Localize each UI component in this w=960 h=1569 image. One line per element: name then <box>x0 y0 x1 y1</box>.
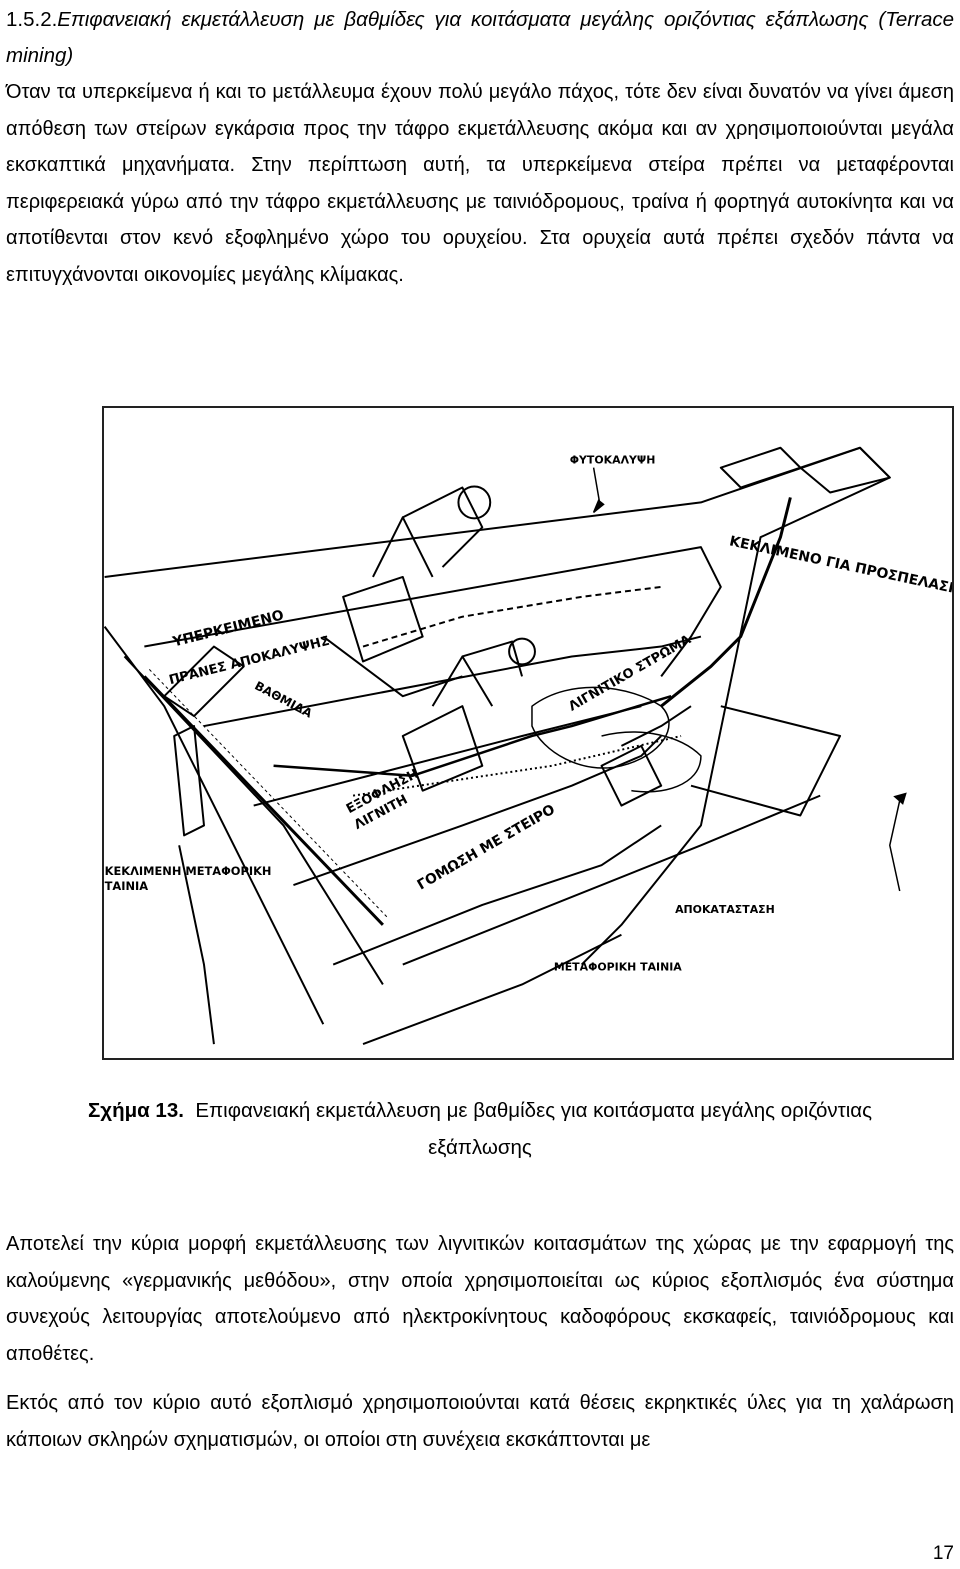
label-yperkeimeno: ΥΠΕΡΚΕΙΜΕΝΟ <box>170 607 285 650</box>
section-title: Επιφανειακή εκμετάλλευση με βαθμίδες για… <box>6 8 954 67</box>
label-lignitiko-stroma: ΛΙΓΝΙΤΙΚΟ ΣΤΡΩΜΑ <box>566 632 694 714</box>
section-heading: 1.5.2.Επιφανειακή εκμετάλλευση με βαθμίδ… <box>6 2 954 74</box>
section-number: 1.5.2. <box>6 8 58 31</box>
paragraph-3: Εκτός από τον κύριο αυτό εξοπλισμό χρησι… <box>6 1392 954 1451</box>
caption-label: Σχήμα 13. <box>87 1099 184 1122</box>
label-keklimeni-2: ΤΑΙΝΙΑ <box>105 879 149 893</box>
caption-text: Επιφανειακή εκμετάλλευση με βαθμίδες για… <box>195 1099 873 1159</box>
label-keklimeni-1: ΚΕΚΛΙΜΕΝΗ ΜΕΤΑΦΟΡΙΚΗ <box>105 864 272 878</box>
label-metaforiki-tainia: ΜΕΤΑΦΟΡΙΚΗ ΤΑΙΝΙΑ <box>554 961 682 974</box>
paragraph-2: Αποτελεί την κύρια μορφή εκμετάλλευσης τ… <box>6 1233 954 1365</box>
figure-caption: Σχήμα 13. Επιφανειακή εκμετάλλευση με βα… <box>60 1092 900 1166</box>
label-fytokalypsi: ΦΥΤΟΚΑΛΥΨΗ <box>570 454 656 467</box>
terrace-mining-diagram: ΦΥΤΟΚΑΛΥΨΗ ΚΕΚΛΙΜΕΝΟ ΓΙΑ ΠΡΟΣΠΕΛΑΣΗ ΥΠΕΡ… <box>104 446 952 1046</box>
figure-terrace-mining: ΦΥΤΟΚΑΛΥΨΗ ΚΕΚΛΙΜΕΝΟ ΓΙΑ ΠΡΟΣΠΕΛΑΣΗ ΥΠΕΡ… <box>102 406 954 1060</box>
paragraph-1: Όταν τα υπερκείμενα ή και το μετάλλευμα … <box>6 81 954 286</box>
page-number: 17 <box>932 1543 954 1564</box>
label-gomosi: ΓΟΜΩΣΗ ΜΕ ΣΤΕΙΡΟ <box>415 801 558 893</box>
label-apokatastasi: ΑΠΟΚΑΤΑΣΤΑΣΗ <box>675 903 775 916</box>
